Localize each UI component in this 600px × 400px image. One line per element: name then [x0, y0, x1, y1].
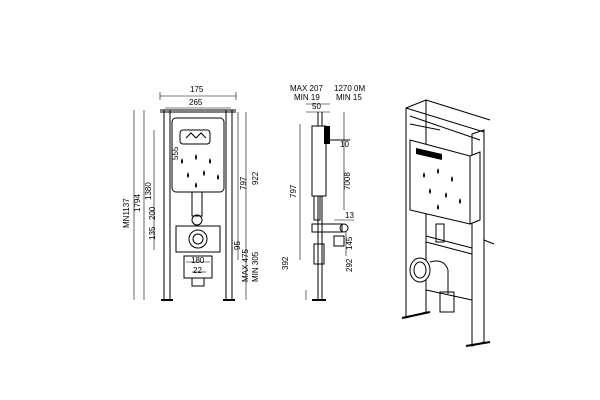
dim-pipe-upper-label: 200 — [148, 206, 157, 220]
dim-top-small-label: 50 — [312, 102, 321, 111]
front-view: 175 265 — [122, 85, 260, 301]
dim-max-depth-label: MAX 207 — [290, 84, 323, 93]
dim-min-depth-label: MIN 19 — [294, 93, 320, 102]
dim-bottom-small-label: 22 — [193, 266, 202, 275]
iso-flush-pipe — [435, 223, 445, 243]
frame-left-upright — [163, 109, 171, 301]
dim-min-right-label: MIN 15 — [336, 93, 362, 102]
dim-pipe-small-label: 13 — [345, 211, 354, 220]
side-bolt — [333, 235, 345, 247]
drain-outlet-circle — [188, 229, 208, 249]
dim-top-outer-label: 175 — [190, 85, 204, 94]
iso-drain-pipe — [439, 291, 455, 313]
flush-pipe — [191, 191, 203, 217]
dim-top-inner-label: 265 — [189, 98, 203, 107]
iso-top-bar — [405, 107, 485, 133]
side-pan-connector — [311, 223, 343, 233]
dim-lower-left-label: 392 — [281, 256, 290, 270]
dim-left-total-label: MN1137 — [122, 198, 131, 228]
iso-outlet — [409, 257, 431, 283]
water-drops-icon — [181, 154, 219, 188]
iso-drain-bend — [429, 260, 449, 294]
pan-connector-bracket — [175, 225, 221, 253]
dim-left-height-label: 797 — [289, 184, 298, 198]
dim-tank-height-label: 555 — [171, 146, 180, 160]
side-flush-plate — [324, 126, 330, 144]
dim-bottom-right-b-label: MAX 475 — [241, 249, 250, 282]
iso-flush-plate — [416, 148, 442, 160]
dim-left-tank-label: 1380 — [144, 182, 153, 200]
dim-pipe-lower-label: 135 — [148, 226, 157, 240]
side-flush-pipe — [313, 195, 321, 221]
dim-right-outer-label: 922 — [251, 171, 260, 185]
pipe-top-circle — [191, 214, 203, 226]
iso-left-foot — [401, 311, 431, 319]
dim-plate-label: 10 — [340, 140, 349, 149]
dim-right-inner-label: 797 — [239, 176, 248, 190]
dim-bottom-right-a-label: 95 — [233, 241, 242, 250]
isometric-view — [401, 99, 495, 347]
dim-left-frame-label: 1794 — [133, 194, 142, 212]
side-view: MAX 207 MIN 19 1270 0M MIN 15 50 10 13 7… — [281, 84, 365, 301]
dim-max-right-label: 1270 0M — [334, 84, 365, 93]
drain-stub — [191, 277, 205, 287]
dim-lower-right-label: 292 — [345, 258, 354, 272]
side-tank-profile — [311, 125, 327, 197]
frame-right-upright — [225, 109, 233, 301]
dim-bottom-width-label: 180 — [191, 256, 205, 265]
dim-right-height-label: 7008 — [343, 172, 352, 190]
iso-water-drops-icon — [423, 168, 461, 210]
side-drain — [313, 243, 325, 265]
flush-buttons-icon — [185, 132, 207, 139]
dim-bottom-right-c-label: MIN 305 — [251, 251, 260, 282]
iso-right-foot — [465, 341, 491, 347]
flush-plate-outline — [179, 129, 211, 145]
dim-pipe-right-label: 145 — [345, 236, 354, 250]
